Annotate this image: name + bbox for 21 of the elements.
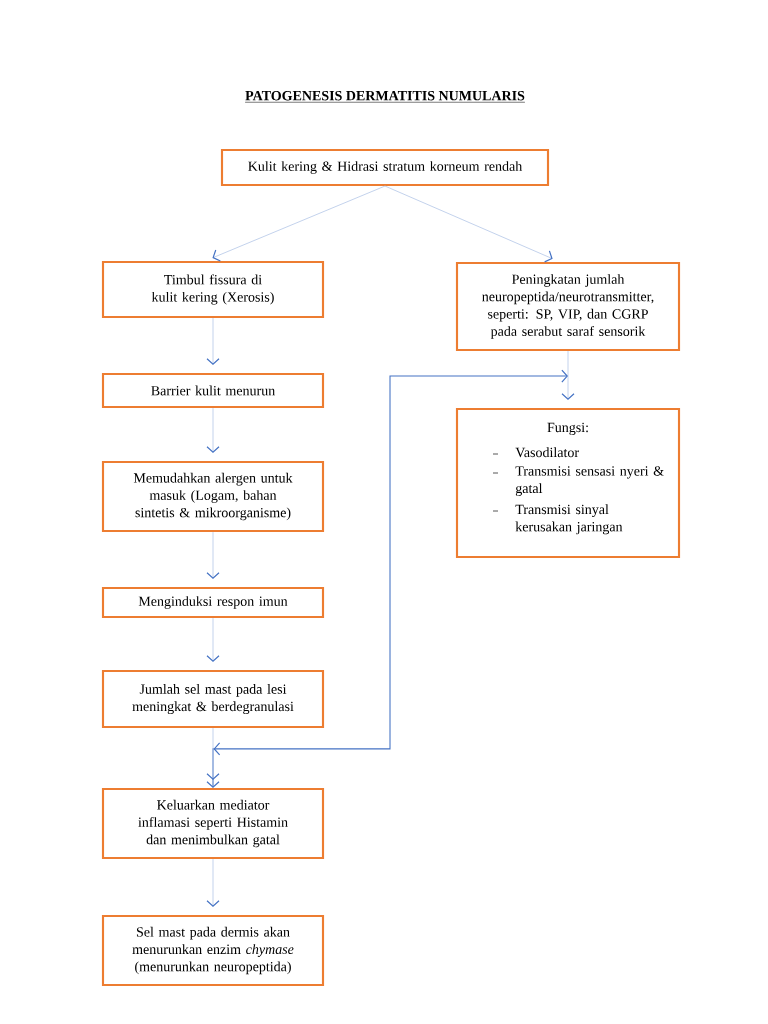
process-box: Barrier kulit menurun [101, 372, 325, 409]
process-box: Keluarkan mediator inflamasi seperti Histamin dan menimbulkan gatal [101, 787, 325, 860]
arrow [206, 531, 220, 579]
process-box: Jumlah sel mast pada lesi meningkat & berdegranulasi [101, 669, 325, 729]
process-box: Peningkatan jumlah neuropeptida/neurotransmitter, seperti: SP, VIP, dan CGRP pada serabut saraf sensorik [455, 261, 681, 352]
title: PATOGENESIS DERMATITIS NUMULARIS [244, 90, 526, 103]
arrow [206, 369, 568, 788]
process-box: Timbul fissura di kulit kering (Xerosis) [101, 260, 325, 319]
process-box: Menginduksi respon imun [101, 586, 325, 619]
process-box: Fungsi: Vasodilator Transmisi sensasi nyeri & gatal Transmisi sinyal kerusakan jaringan [455, 407, 681, 559]
arrow [212, 185, 386, 262]
arrow [206, 727, 220, 780]
process-box: Memudahkan alergen untuk masuk (Logam, bahan sintetis & mikroorganisme) [101, 460, 325, 533]
arrow [206, 407, 220, 453]
process-box: Kulit kering & Hidrasi stratum korneum rendah [220, 148, 550, 187]
arrow [206, 317, 220, 365]
arrow [206, 858, 220, 907]
arrow [206, 617, 220, 662]
arrow [384, 185, 553, 263]
process-box: Sel mast pada dermis akan menurunkan enzim chymase (menurunkan neuropeptida) [101, 914, 325, 987]
arrow [561, 350, 575, 400]
